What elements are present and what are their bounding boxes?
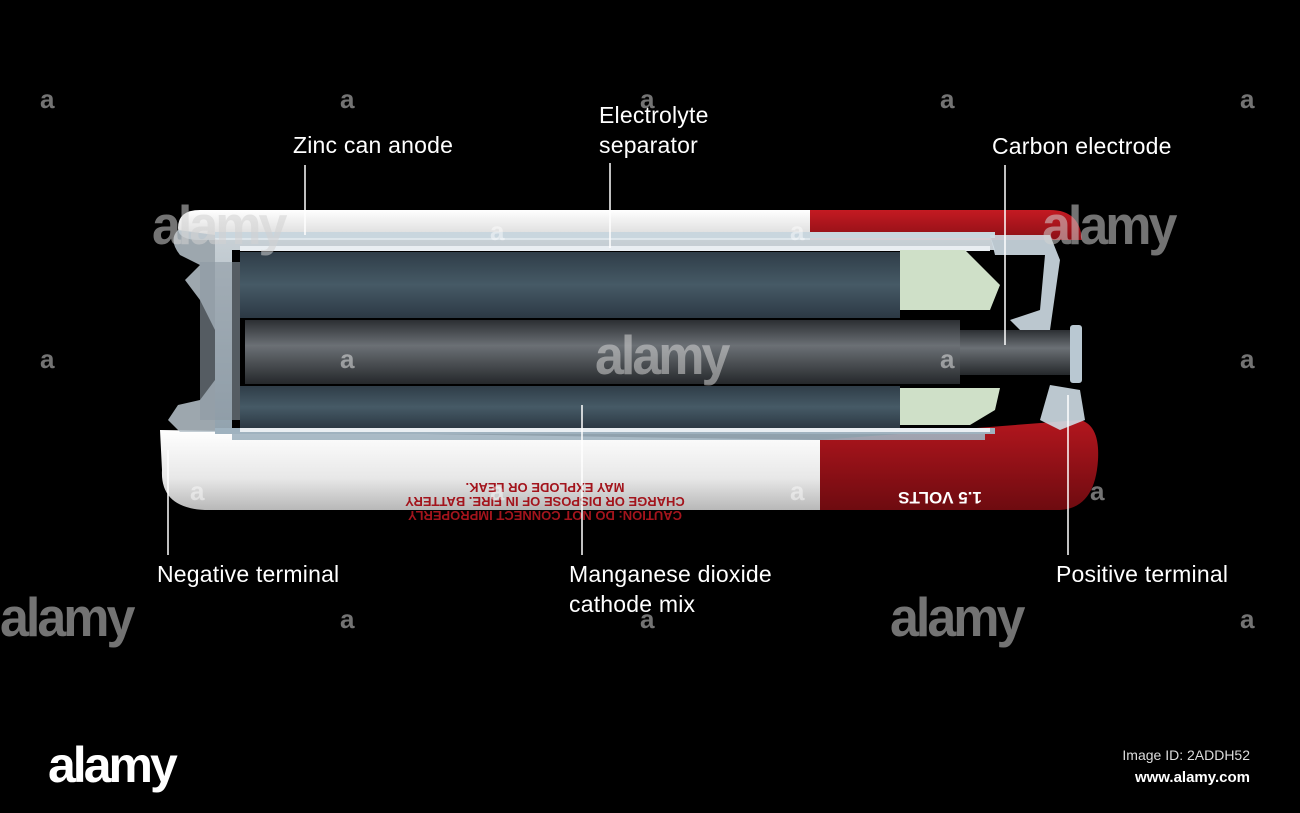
watermark-brand: alamy: [890, 587, 1025, 649]
watermark-brand: alamy: [595, 325, 730, 387]
electrolyte-separator-layer: [240, 246, 990, 432]
cathode-mix: [240, 252, 900, 428]
caution-line-2: CHARGE OR DISPOSE OF IN FIRE. BATTERY: [405, 494, 685, 509]
watermark-small: a: [640, 84, 655, 114]
watermark-small: a: [40, 344, 55, 374]
watermark-brand: alamy: [1042, 195, 1177, 257]
image-id: Image ID: 2ADDH52: [1122, 747, 1250, 763]
positive-cap: [990, 235, 1085, 430]
watermark-small: a: [1240, 344, 1255, 374]
label-negative-terminal: Negative terminal: [157, 561, 340, 587]
label-positive-terminal: Positive terminal: [1056, 561, 1229, 587]
watermark-brand: alamy: [0, 587, 135, 649]
watermark-small: a: [940, 344, 955, 374]
watermark-small: a: [1240, 84, 1255, 114]
watermark-small: a: [190, 476, 205, 506]
voltage-print: 1.5 VOLTS: [898, 488, 982, 507]
negative-cap: [168, 230, 240, 432]
watermark-small: a: [490, 476, 505, 506]
watermark-small: a: [490, 216, 505, 246]
watermark-small: a: [40, 84, 55, 114]
caution-line-1: CAUTION: DO NOT CONNECT IMPROPERLY: [408, 508, 682, 523]
watermark-small: a: [340, 84, 355, 114]
casing-print: CAUTION: DO NOT CONNECT IMPROPERLY CHARG…: [405, 480, 685, 523]
label-manganese-dioxide: Manganese dioxide cathode mix: [569, 561, 772, 617]
alamy-logo[interactable]: alamy: [48, 737, 178, 793]
watermark-small: a: [940, 84, 955, 114]
watermark-small: a: [1240, 604, 1255, 634]
leader-lines: [167, 163, 1069, 555]
watermark-small: a: [790, 216, 805, 246]
watermark-brand: alamy: [152, 195, 287, 257]
label-carbon-electrode: Carbon electrode: [992, 133, 1172, 159]
label-electrolyte-separator: Electrolyte separator: [599, 102, 709, 158]
caution-line-3: MAY EXPLODE OR LEAK.: [466, 480, 625, 495]
battery-casing-bottom: [160, 420, 1099, 510]
carbon-rod: [245, 320, 1082, 384]
watermark-small: a: [1090, 476, 1105, 506]
watermark-small: a: [790, 476, 805, 506]
watermark-small: a: [340, 604, 355, 634]
image-url-link[interactable]: www.alamy.com: [1134, 769, 1250, 786]
label-zinc-can-anode: Zinc can anode: [293, 132, 454, 158]
watermark-small: a: [340, 344, 355, 374]
seal-washer: [900, 250, 1000, 425]
watermark-small: a: [640, 604, 655, 634]
